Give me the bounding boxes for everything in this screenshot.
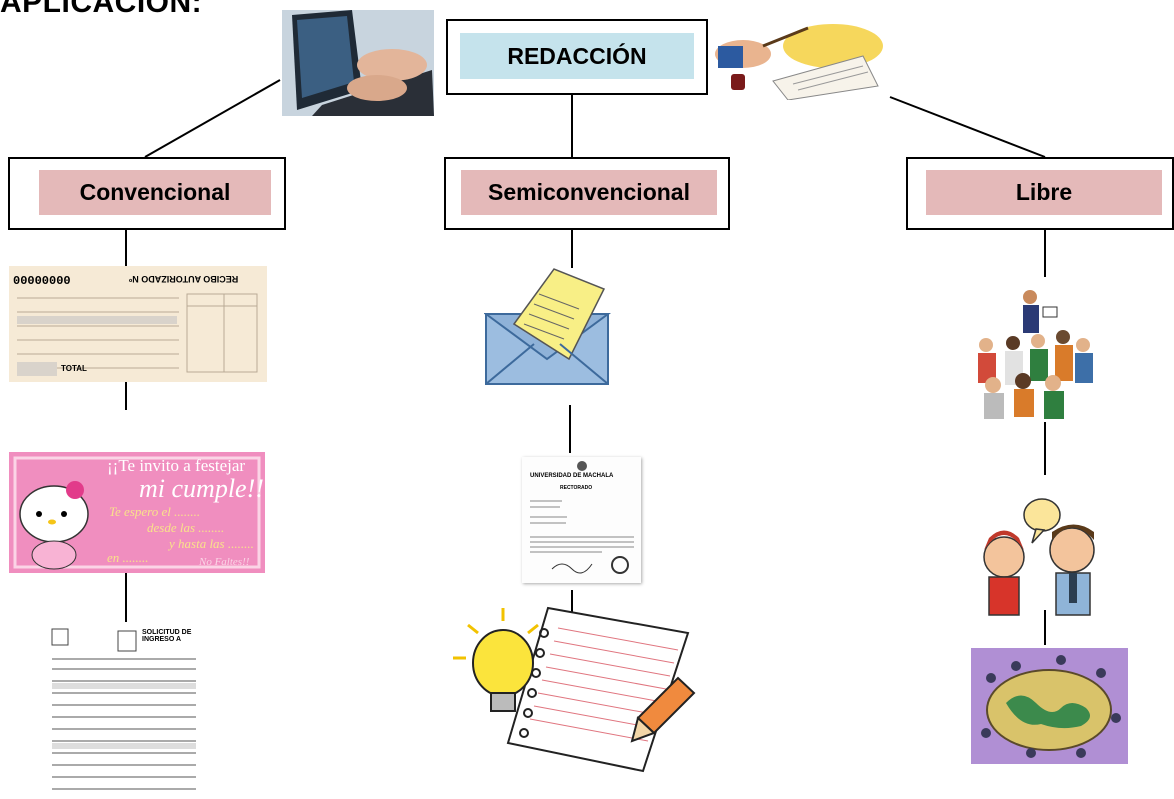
connector-quill-libre [889, 96, 1046, 158]
application-form-lines [51, 628, 196, 790]
receipt-form-image: 00000000 RECIBO AUTORIZADO Nº TOTAL [9, 266, 267, 382]
invitation-line2: mi cumple!! [139, 474, 264, 503]
invitation-line6: en ........ [107, 550, 149, 565]
quill-writing-image [713, 16, 885, 100]
official-letter-image: UNIVERSIDAD DE MACHALA RECTORADO [522, 457, 641, 583]
root-node-label: REDACCIÓN [460, 33, 694, 79]
birthday-invitation-image: ¡¡Te invito a festejar mi cumple!! Te es… [9, 452, 265, 573]
branch-convencional-box: Convencional [8, 157, 286, 230]
laptop-icon [282, 10, 434, 116]
branch-libre-label: Libre [926, 170, 1162, 215]
invitation-line1: ¡¡Te invito a festejar [107, 456, 246, 475]
receipt-lines [17, 293, 258, 376]
invitation-footer: No Faltes!! [199, 556, 250, 568]
envelope-icon [484, 268, 612, 385]
branch-convencional-label: Convencional [39, 170, 271, 215]
idea-notebook-image [448, 603, 700, 773]
receipt-total: TOTAL [61, 364, 87, 373]
invitation-line3: Te espero el ........ [109, 504, 201, 519]
globe-icon [971, 648, 1128, 764]
application-form-image: SOLICITUD DE INGRESO A [50, 625, 198, 797]
receipt-title: RECIBO AUTORIZADO Nº [129, 274, 239, 284]
world-map-table-image [971, 648, 1128, 764]
page-heading: APLICACIÓN: [0, 0, 203, 19]
envelope-letter-image [484, 264, 612, 387]
letter-lines [530, 461, 634, 574]
group-discussion-image [968, 285, 1098, 421]
branch-libre-box: Libre [906, 157, 1174, 230]
invitation-line5: y hasta las ........ [169, 536, 254, 551]
letter-title: UNIVERSIDAD DE MACHALA [530, 473, 614, 479]
conversation-image [974, 495, 1101, 618]
quill-icon [715, 24, 883, 100]
receipt-number: 00000000 [13, 272, 71, 286]
invitation-background [9, 452, 265, 573]
conversation-icon [983, 498, 1095, 616]
invitation-line4: desde las ........ [147, 520, 225, 535]
branch-semiconvencional-box: Semiconvencional [444, 157, 730, 230]
root-node-box: REDACCIÓN [446, 19, 708, 95]
letter-subtitle: RECTORADO [560, 485, 593, 491]
group-icon [978, 290, 1093, 419]
application-title: SOLICITUD DE INGRESO A [142, 629, 192, 643]
branch-semiconvencional-label: Semiconvencional [461, 170, 717, 215]
connector-laptop-convencional [144, 79, 281, 158]
idea-notebook-icon [453, 606, 696, 773]
laptop-typing-image [282, 10, 434, 116]
